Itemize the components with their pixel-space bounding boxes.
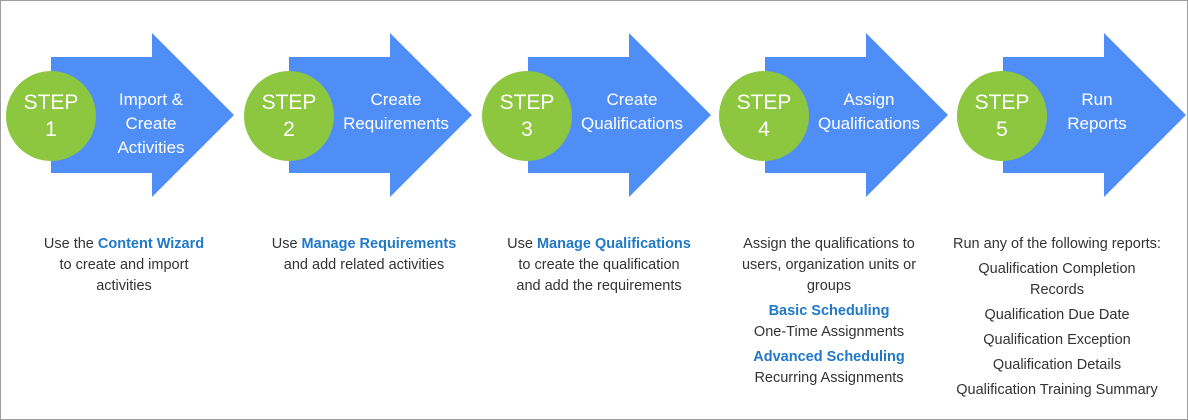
step-3-word: STEP bbox=[499, 91, 555, 114]
desc-text: to create and import bbox=[59, 257, 189, 273]
desc-text: groups bbox=[806, 278, 852, 294]
step-1-title-line: Activities bbox=[117, 138, 185, 157]
step-5-title-line: Reports bbox=[1067, 114, 1127, 133]
advanced-scheduling-link[interactable]: Advanced Scheduling bbox=[753, 349, 905, 365]
step-4-circle: STEP 4 bbox=[719, 71, 809, 161]
step-3-title-line: Create bbox=[606, 90, 658, 109]
content-wizard-link[interactable]: Content Wizard bbox=[97, 236, 205, 252]
desc-text: to create the qualification bbox=[518, 257, 680, 273]
manage-qualifications-link[interactable]: Manage Qualifications bbox=[536, 236, 691, 252]
step-5-description: Run any of the following reports: Qualif… bbox=[934, 234, 1180, 405]
desc-text: Assign the qualifications to bbox=[743, 236, 915, 252]
step-2-circle: STEP 2 bbox=[244, 71, 334, 161]
step-1-title: Import & Create Activities bbox=[99, 88, 203, 160]
step-5-title-line: Run bbox=[1081, 90, 1113, 109]
step-4-word: STEP bbox=[736, 91, 792, 114]
step-1-title-line: Create bbox=[125, 114, 177, 133]
step-4-title-line: Qualifications bbox=[817, 114, 921, 133]
desc-text: and add the requirements bbox=[516, 278, 682, 294]
desc-text: One-Time Assignments bbox=[753, 324, 905, 340]
desc-text: Use bbox=[507, 236, 533, 252]
step-2-title: Create Requirements bbox=[335, 88, 457, 136]
step-4-arrow bbox=[765, 33, 948, 197]
desc-text: and add related activities bbox=[283, 257, 445, 273]
report-item: Qualification Training Summary bbox=[956, 382, 1158, 398]
step-5-circle: STEP 5 bbox=[957, 71, 1047, 161]
step-3-description: Use Manage Qualifications to create the … bbox=[485, 234, 713, 297]
desc-text: Use bbox=[271, 236, 298, 252]
step-2-title-line: Requirements bbox=[343, 114, 449, 133]
report-item: Qualification Details bbox=[992, 357, 1122, 373]
step-1-word: STEP bbox=[23, 91, 79, 114]
step-2-number: 2 bbox=[283, 118, 295, 141]
step-4-description: Assign the qualifications to users, orga… bbox=[717, 234, 941, 389]
step-3-circle: STEP 3 bbox=[482, 71, 572, 161]
report-item: Qualification Due Date bbox=[984, 307, 1130, 323]
step-3-arrow bbox=[528, 33, 711, 197]
basic-scheduling-link[interactable]: Basic Scheduling bbox=[768, 303, 890, 319]
step-2-word: STEP bbox=[261, 91, 317, 114]
step-1-circle: STEP 1 bbox=[6, 71, 96, 161]
report-item: Qualification Exception bbox=[983, 332, 1131, 348]
step-5-arrow bbox=[1003, 33, 1186, 197]
step-2-arrow bbox=[289, 33, 472, 197]
report-item: Qualification Completion bbox=[978, 261, 1136, 277]
step-4-title: Assign Qualifications bbox=[809, 88, 929, 136]
report-list: Qualification Completion Records Qualifi… bbox=[934, 259, 1180, 401]
step-2-title-line: Create bbox=[370, 90, 422, 109]
manage-requirements-link[interactable]: Manage Requirements bbox=[301, 236, 457, 252]
desc-text: activities bbox=[96, 278, 152, 294]
desc-text: Use the bbox=[43, 236, 94, 252]
step-1-title-line: Import & bbox=[118, 90, 184, 109]
step-1-arrow bbox=[51, 33, 234, 197]
desc-text: Run any of the following reports: bbox=[953, 236, 1161, 252]
step-4-title-line: Assign bbox=[843, 90, 895, 109]
step-3-title: Create Qualifications bbox=[573, 88, 691, 136]
report-item: Records bbox=[1030, 282, 1084, 298]
desc-text: Recurring Assignments bbox=[754, 370, 904, 386]
step-5-title: Run Reports bbox=[1047, 88, 1147, 136]
step-4-number: 4 bbox=[758, 118, 770, 141]
step-1-number: 1 bbox=[45, 118, 57, 141]
step-3-number: 3 bbox=[521, 118, 533, 141]
step-3-title-line: Qualifications bbox=[580, 114, 684, 133]
desc-text: users, organization units or bbox=[741, 257, 917, 273]
step-2-description: Use Manage Requirements and add related … bbox=[246, 234, 482, 276]
step-5-word: STEP bbox=[974, 91, 1030, 114]
step-5-number: 5 bbox=[996, 118, 1008, 141]
step-1-description: Use the Content Wizard to create and imp… bbox=[11, 234, 237, 297]
